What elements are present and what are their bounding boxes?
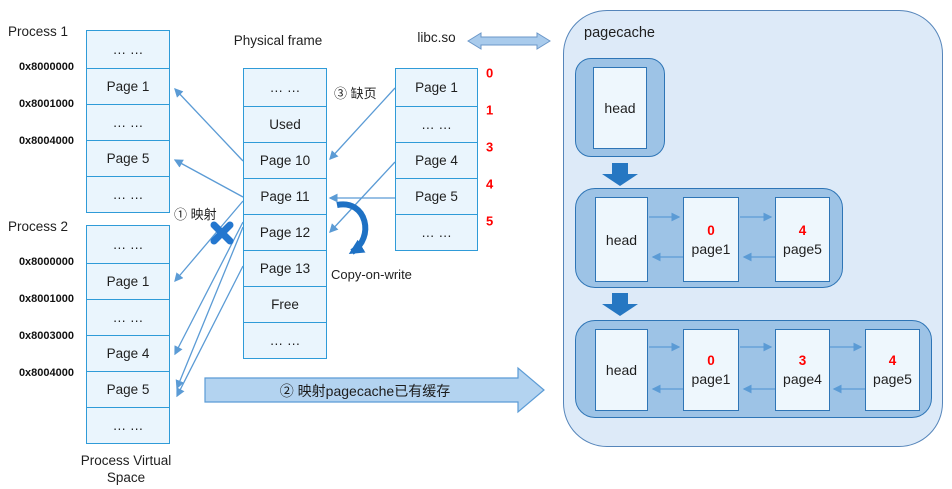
node-label: head xyxy=(605,362,638,378)
pagecache-title: pagecache xyxy=(584,25,655,41)
node-label: page1 xyxy=(691,371,731,387)
annotation-pagecache-cached: ② 映射pagecache已有缓存 xyxy=(279,383,451,399)
list-node-page1: 0 page1 xyxy=(683,329,739,411)
table-cell: … … xyxy=(87,176,169,212)
table-cell: Page 1 xyxy=(415,80,458,95)
list-node-head: head xyxy=(593,67,647,149)
node-label: page5 xyxy=(783,240,822,257)
process1-table: … … Page 1 … … Page 5 … … xyxy=(86,30,170,213)
table-cell: Page 1 xyxy=(87,68,169,104)
table-cell: … … xyxy=(269,80,301,95)
annotation-copy-on-write: Copy-on-write xyxy=(331,267,412,282)
process2-table: … … Page 1 … … Page 4 Page 5 … … xyxy=(86,225,170,444)
process1-title: Process 1 xyxy=(8,24,69,39)
pagecache-state-1: head xyxy=(575,58,665,157)
process-virtual-space-caption: Process Virtual Space xyxy=(80,453,172,485)
table-cell: Used xyxy=(244,106,326,142)
node-label: head xyxy=(605,231,638,248)
table-cell: … … xyxy=(396,106,477,142)
table-cell: Page 10 xyxy=(244,142,326,178)
libc-table: Page 1 … … Page 4 Page 5 … … xyxy=(395,68,478,251)
node-label: page5 xyxy=(873,371,912,387)
file-offset-label: 3 xyxy=(486,139,494,155)
pagecache-state-2: head 0 page1 4 page5 xyxy=(575,188,843,288)
list-node-head: head xyxy=(595,197,648,282)
table-cell: Free xyxy=(244,286,326,322)
node-offset: 4 xyxy=(798,222,807,238)
node-label: head xyxy=(604,100,636,116)
table-cell: Page 1 xyxy=(87,263,169,299)
table-cell: Page 5 xyxy=(396,178,477,214)
file-offset-label: 5 xyxy=(486,213,494,229)
physical-frame-table: … … Used Page 10 Page 11 Page 12 Page 13… xyxy=(243,68,327,359)
annotation-map: ① 映射 xyxy=(174,207,217,222)
list-node-page1: 0 page1 xyxy=(683,197,739,282)
x-mark-icon xyxy=(210,221,234,245)
table-cell: Page 5 xyxy=(87,371,169,407)
process2-title: Process 2 xyxy=(8,219,69,234)
table-cell: Page 4 xyxy=(87,335,169,371)
node-label: page4 xyxy=(783,371,822,387)
table-cell: … … xyxy=(396,214,477,250)
libc-title: libc.so xyxy=(417,30,456,45)
table-cell: Page 13 xyxy=(244,250,326,286)
node-offset: 3 xyxy=(798,353,807,368)
copy-on-write-arrow xyxy=(336,201,369,255)
table-cell: … … xyxy=(112,237,144,252)
address-label: 0x8004000 xyxy=(18,367,74,379)
node-offset: 4 xyxy=(888,353,897,368)
address-label: 0x8004000 xyxy=(18,135,74,147)
file-offset-label: 0 xyxy=(486,65,494,81)
table-cell: … … xyxy=(87,104,169,140)
pagecache-state-3: head 0 page1 3 page4 4 page5 xyxy=(575,320,932,418)
node-label: page1 xyxy=(691,240,731,257)
annotation-page-fault: ③ 缺页 xyxy=(334,86,377,101)
list-node-page4: 3 page4 xyxy=(775,329,830,411)
address-label: 0x8000000 xyxy=(18,256,74,268)
node-offset: 0 xyxy=(707,353,715,368)
file-offset-label: 4 xyxy=(486,176,494,192)
table-cell: Page 12 xyxy=(244,214,326,250)
list-node-head: head xyxy=(595,329,648,411)
table-cell: Page 4 xyxy=(396,142,477,178)
mapping-arrows xyxy=(173,88,244,398)
list-node-page5: 4 page5 xyxy=(775,197,830,282)
address-label: 0x8003000 xyxy=(18,330,74,342)
table-cell: … … xyxy=(87,407,169,443)
table-cell: … … xyxy=(244,322,326,358)
file-offset-label: 1 xyxy=(486,102,494,118)
table-cell: Page 5 xyxy=(87,140,169,176)
double-arrow-icon xyxy=(467,32,551,50)
table-cell: Page 11 xyxy=(244,178,326,214)
physical-frame-title: Physical frame xyxy=(233,33,323,48)
address-label: 0x8001000 xyxy=(18,98,74,110)
node-offset: 0 xyxy=(707,222,715,238)
list-node-page5: 4 page5 xyxy=(865,329,920,411)
table-cell: … … xyxy=(112,42,144,57)
page-fault-arrows xyxy=(328,87,396,233)
address-label: 0x8001000 xyxy=(18,293,74,305)
table-cell: … … xyxy=(87,299,169,335)
address-label: 0x8000000 xyxy=(18,61,74,73)
